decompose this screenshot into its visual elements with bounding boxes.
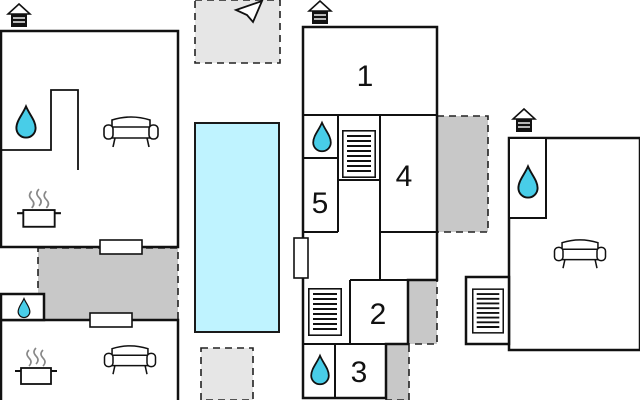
center-side-door	[293, 237, 309, 279]
left-upper-door	[99, 239, 143, 255]
terraces	[37, 0, 489, 400]
terrace-near-room-2	[407, 279, 438, 345]
center-unit: 1 4 5 2 3	[293, 25, 439, 400]
left-unit-upper	[0, 29, 180, 255]
stairs-icon	[342, 130, 376, 178]
terrace-near-room-3	[385, 343, 410, 400]
left-lower-door	[89, 312, 133, 328]
house-icon	[308, 0, 332, 25]
stairs-icon	[472, 288, 504, 334]
room-number-5: 5	[312, 187, 329, 220]
house-icon	[7, 3, 31, 28]
left-upper-bathroom-wall	[1, 89, 79, 170]
terrace-left-middle	[37, 247, 179, 321]
swimming-pool	[194, 122, 280, 333]
room-number-3: 3	[351, 356, 368, 389]
compass-icon	[233, 0, 264, 24]
terrace-right-of-house	[436, 115, 489, 233]
room-number-2: 2	[370, 298, 387, 331]
room-number-4: 4	[396, 160, 413, 193]
room-number-1: 1	[357, 60, 374, 93]
terrace-bottom-center	[200, 347, 254, 400]
left-unit-lower	[0, 292, 180, 400]
stairs-icon	[308, 287, 342, 337]
right-unit	[464, 136, 640, 352]
house-icon	[512, 108, 536, 133]
